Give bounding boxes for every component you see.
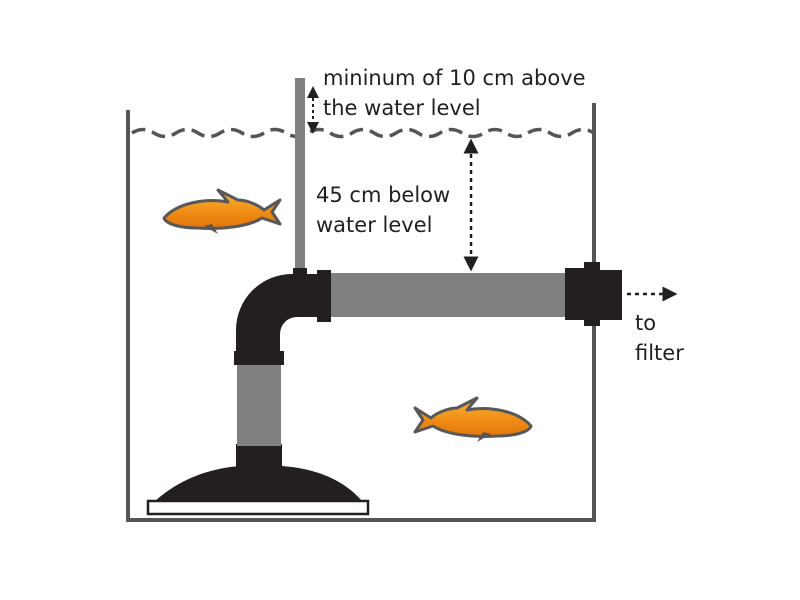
water-surface [131,127,595,139]
min-above-label-line1: mininum of 10 cm above [323,66,586,90]
dome-neck [236,444,282,468]
to-label: to [635,311,656,335]
pipe-elbow [236,274,324,353]
riser-tube [295,78,305,274]
horizontal-pipe [331,273,569,317]
base-plate [146,499,370,516]
fish-icon [413,396,533,442]
elbow-collar [234,351,284,365]
riser-cap [293,268,307,276]
below-label-line2: water level [316,213,432,237]
filter-label: filter [635,341,684,365]
below-label-line1: 45 cm below [316,183,450,207]
vertical-pipe [237,362,281,446]
fish-icon [162,188,282,234]
wall-fitting-outer [600,270,622,320]
wall-fitting-flange [584,262,600,326]
suction-dome [155,466,362,501]
min-above-label-line2: the water level [323,96,481,120]
elbow-flange [317,270,331,322]
